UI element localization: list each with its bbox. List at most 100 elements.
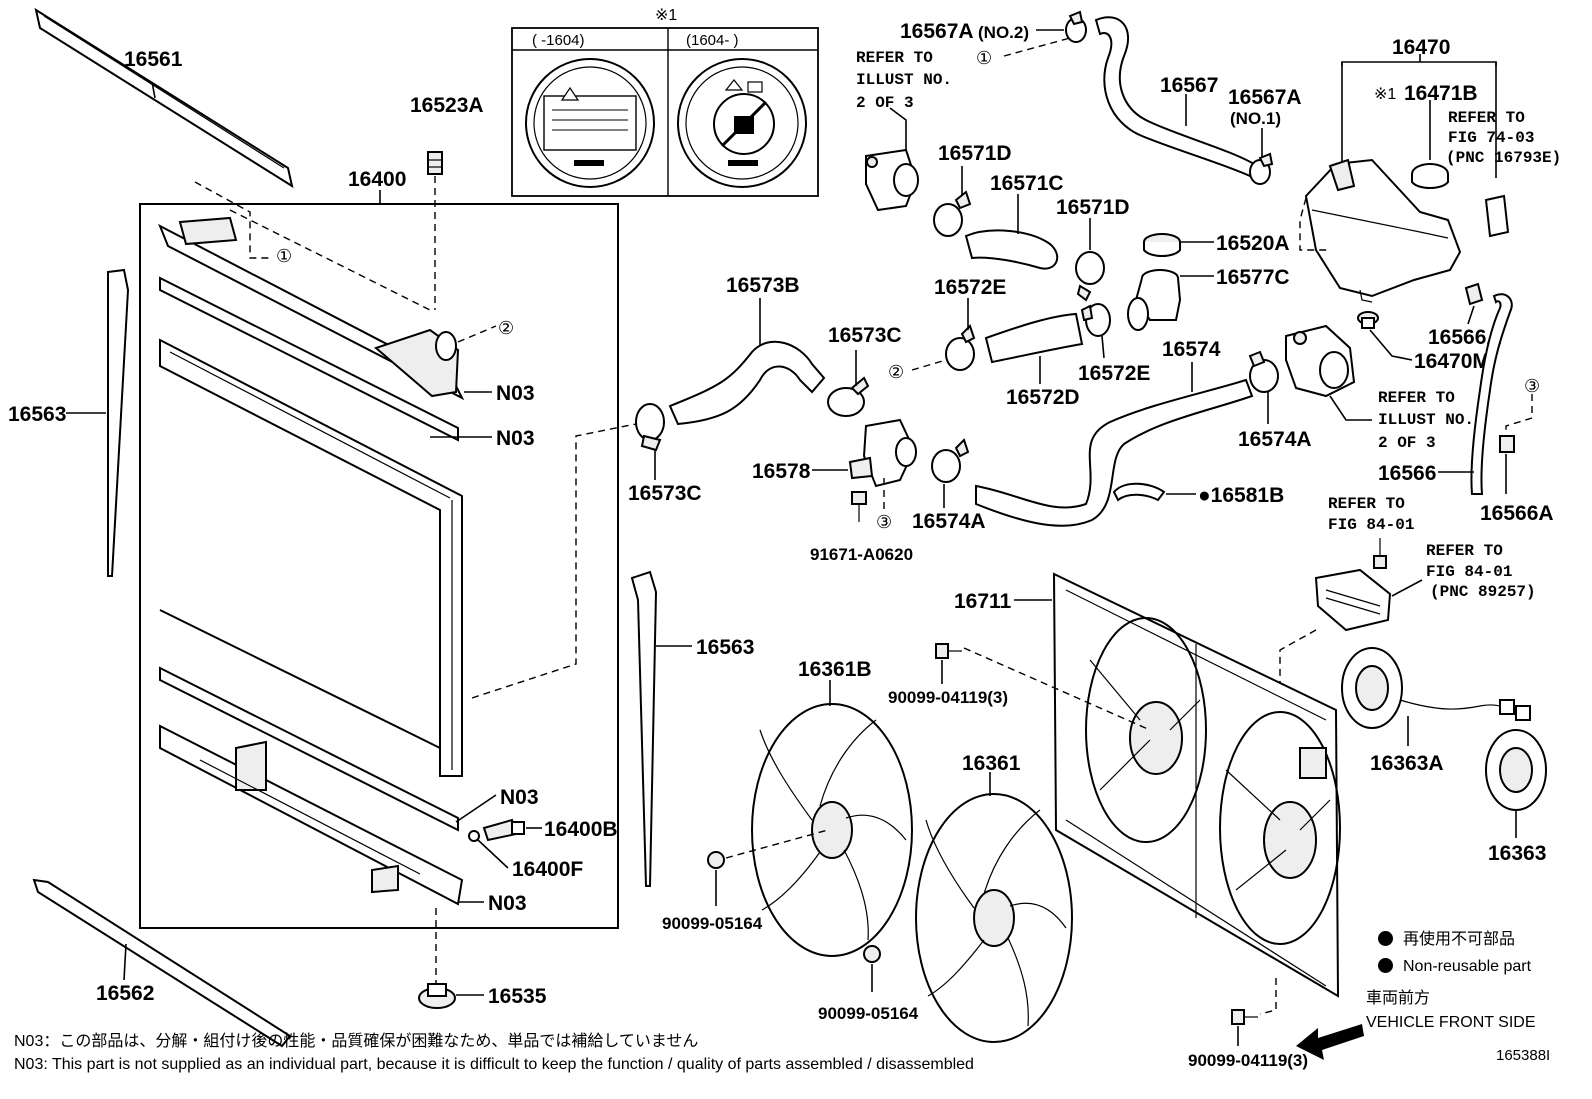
part-water-bypass-fitting[interactable] bbox=[865, 148, 919, 212]
refer-fig84-b-line2: FIG 84-01 bbox=[1426, 563, 1512, 581]
label-16578: 16578 bbox=[752, 460, 811, 483]
label-16571D-a: 16571D bbox=[938, 142, 1012, 165]
part-16571C-hose[interactable] bbox=[964, 229, 1059, 270]
label-91671-A0620: 91671-A0620 bbox=[810, 545, 913, 564]
part-16363A-fan-motor[interactable] bbox=[1341, 647, 1531, 729]
vehicle-front-side-label: 車両前方 VEHICLE FRONT SIDE bbox=[1366, 987, 1536, 1035]
label-n03-4: N03 bbox=[488, 892, 527, 915]
part-16572E-clamp-a[interactable] bbox=[945, 324, 976, 371]
part-16581B-hose-clamp[interactable] bbox=[1112, 482, 1166, 502]
label-16711: 16711 bbox=[954, 590, 1012, 613]
part-16470-reserve-tank[interactable] bbox=[1304, 158, 1462, 303]
refer-illust-a-line2: ILLUST NO. bbox=[856, 71, 952, 89]
part-90099-04119-bolt-b[interactable] bbox=[1231, 1009, 1258, 1025]
circle-one-hose: ① bbox=[976, 48, 992, 68]
label-16563-right: 16563 bbox=[696, 636, 754, 659]
part-16567A-clamp-no1[interactable] bbox=[1249, 152, 1274, 185]
part-16574A-clamp-a[interactable] bbox=[931, 438, 970, 483]
refer-fig84-b-line1: REFER TO bbox=[1426, 542, 1503, 560]
part-90099-04119-bolt-a[interactable] bbox=[935, 643, 962, 659]
part-radiator-upper-tank[interactable] bbox=[158, 216, 465, 401]
part-16567A-clamp-no2[interactable] bbox=[1065, 10, 1087, 43]
legend-row-jp: 再使用不可部品 bbox=[1378, 926, 1531, 953]
label-16571D-b: 16571D bbox=[1056, 196, 1130, 219]
part-16711-fan-shroud[interactable] bbox=[1052, 572, 1341, 998]
part-n03-upper-seal[interactable] bbox=[159, 276, 459, 442]
part-16566A-clamp-a[interactable] bbox=[1464, 282, 1484, 306]
cap-label-new-version bbox=[677, 58, 807, 188]
part-16571D-clamp-a[interactable] bbox=[933, 190, 972, 237]
label-16573C-b: 16573C bbox=[628, 482, 702, 505]
part-91671-A0620-bolt[interactable] bbox=[851, 491, 867, 522]
cap-variants-box bbox=[511, 27, 819, 197]
part-fan-relay-bolt[interactable] bbox=[1373, 538, 1387, 569]
part-16572E-clamp-b[interactable] bbox=[1080, 303, 1111, 337]
label-n03-1: N03 bbox=[496, 382, 535, 405]
label-16523A: 16523A bbox=[410, 94, 484, 117]
label-16400: 16400 bbox=[348, 168, 406, 191]
label-16520A: 16520A bbox=[1216, 232, 1290, 255]
part-16793E-label bbox=[1484, 194, 1510, 238]
cap-range-right: (1604- ) bbox=[686, 32, 739, 49]
refer-fig74-line1: REFER TO bbox=[1448, 109, 1525, 127]
front-side-text-jp: 車両前方 bbox=[1366, 990, 1431, 1007]
part-16535-lower-cushion[interactable] bbox=[418, 983, 456, 1009]
part-16571D-clamp-b[interactable] bbox=[1075, 251, 1105, 302]
label-16470M: 16470M bbox=[1414, 350, 1490, 373]
radiator-assembly-box bbox=[139, 203, 619, 929]
part-16363-fan-motor[interactable] bbox=[1485, 729, 1547, 811]
part-16400B-drain-cock[interactable] bbox=[482, 818, 525, 842]
part-16573B-radiator-hose[interactable] bbox=[668, 340, 826, 426]
part-90099-05164-nut-b[interactable] bbox=[863, 945, 881, 963]
refer-illust-b-line1: REFER TO bbox=[1378, 389, 1455, 407]
part-90099-05164-nut-a[interactable] bbox=[707, 851, 725, 869]
part-16561-upper-support[interactable] bbox=[34, 7, 294, 189]
label-16572E-a: 16572E bbox=[934, 276, 1006, 299]
part-16578-water-outlet[interactable] bbox=[848, 418, 917, 488]
part-16577C-filler-neck[interactable] bbox=[1127, 269, 1182, 331]
part-16470M-cushion[interactable] bbox=[1357, 311, 1379, 329]
part-16563-right-seal[interactable] bbox=[630, 570, 658, 887]
part-water-inlet-housing[interactable] bbox=[1285, 324, 1356, 398]
cap-label-old-version bbox=[525, 58, 655, 188]
part-16573C-clamp-b[interactable] bbox=[635, 403, 665, 452]
label-16566A-a: 16566A bbox=[1428, 326, 1502, 349]
part-16471B-cap[interactable] bbox=[1411, 163, 1449, 189]
part-radiator-core[interactable] bbox=[159, 338, 463, 777]
part-16574-radiator-hose-lower[interactable] bbox=[975, 378, 1254, 527]
part-16572D-hose[interactable] bbox=[984, 312, 1084, 364]
part-16562-lower-support[interactable] bbox=[32, 878, 292, 1048]
part-16566A-clamp-b[interactable] bbox=[1499, 435, 1515, 453]
label-16573B: 16573B bbox=[726, 274, 800, 297]
refer-fig74-line2: FIG 74-03 bbox=[1448, 129, 1534, 147]
label-16470: 16470 bbox=[1392, 36, 1450, 59]
part-16361-fan-blade[interactable] bbox=[915, 793, 1073, 1043]
footnote-text-jp: N03：この部品は、分解・組付け後の性能・品質確保が困難なため、単品では補給して… bbox=[14, 1033, 699, 1050]
label-16574A-b: 16574A bbox=[1238, 428, 1312, 451]
label-16567A-no2: 16567A bbox=[900, 20, 974, 43]
label-16567A-no1-tag: (NO.1) bbox=[1230, 109, 1281, 128]
part-16400F-o-ring[interactable] bbox=[468, 830, 480, 842]
figure-number: 165388I bbox=[1496, 1047, 1551, 1064]
label-16581B: ●16581B bbox=[1198, 484, 1284, 507]
part-fan-controller[interactable] bbox=[1314, 568, 1392, 632]
label-16400B: 16400B bbox=[544, 818, 618, 841]
label-16577C: 16577C bbox=[1216, 266, 1290, 289]
part-16573C-clamp-a[interactable] bbox=[827, 376, 870, 417]
part-16563-left-seal[interactable] bbox=[107, 268, 130, 577]
part-16520A-cap[interactable] bbox=[1143, 233, 1181, 257]
label-16567A-no1: 16567A bbox=[1228, 86, 1302, 109]
label-16561: 16561 bbox=[124, 48, 183, 71]
part-16361B-fan-blade[interactable] bbox=[751, 703, 913, 957]
label-90099-04119-b: 90099-04119(3) bbox=[1188, 1051, 1308, 1070]
circle-two-upper-tank: ② bbox=[498, 318, 514, 338]
legend-non-reusable: 再使用不可部品 Non-reusable part bbox=[1378, 926, 1531, 980]
non-reusable-dot-icon bbox=[1378, 958, 1393, 973]
part-n03-lower-seal[interactable] bbox=[159, 666, 459, 832]
part-16566-hose[interactable] bbox=[1470, 293, 1513, 495]
part-16523A-grommet[interactable] bbox=[427, 151, 443, 175]
cap-variants-header-mark: ※1 bbox=[655, 7, 677, 24]
part-radiator-lower-tank[interactable] bbox=[159, 724, 464, 906]
part-16574A-clamp-b[interactable] bbox=[1248, 350, 1279, 393]
